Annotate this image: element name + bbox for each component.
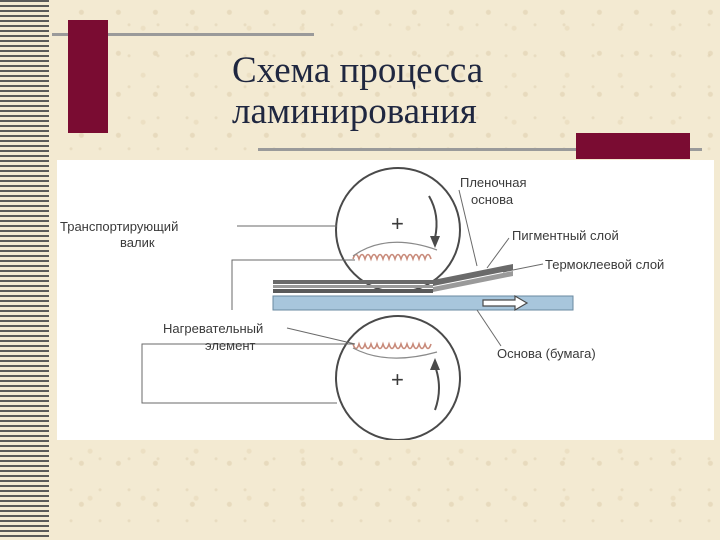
maroon-accent-right [576,133,690,159]
left-stripe-border [0,0,52,540]
laminate-layer-3 [273,289,433,293]
diagram-svg: + + Пленочная ос [60,167,664,440]
label-transport-roller-2: валик [120,235,155,250]
label-pigment-layer: Пигментный слой [512,228,619,243]
bottom-roller-rotation-arrow [434,365,440,411]
slide-title: Схема процесса ламинирования [232,50,483,132]
laminate-layer-1 [273,280,433,284]
bottom-roller [335,315,461,440]
label-heating-element-1: Нагревательный [163,321,263,336]
label-film-base-2: основа [471,192,514,207]
leader-heating-bottom [141,343,355,404]
label-base-paper: Основа (бумага) [497,346,596,361]
top-heating-coil [352,253,432,262]
paper-feed-arrow [482,294,529,312]
lamination-diagram: + + Пленочная ос [57,160,714,440]
top-roller-rotation-arrow [428,195,438,239]
leader-pigment [486,237,510,269]
label-film-base-1: Пленочная [460,175,527,190]
leader-heating-top [231,259,355,310]
label-transport-roller-1: Транспортирующий [60,219,178,234]
laminate-layer-2 [273,285,433,288]
film-strip-out-2 [433,271,513,292]
label-thermo-glue-layer: Термоклеевой слой [545,257,664,272]
bottom-roller-arrowhead [430,358,440,370]
leader-heating-label [286,327,356,345]
film-strip-out [433,264,513,286]
bottom-rule [258,148,702,151]
bottom-roller-plus: + [391,367,404,392]
top-rule [52,33,314,36]
leader-thermo-glue [502,263,544,273]
bottom-heating-coil [352,341,432,350]
top-roller-arrowhead [430,236,440,248]
maroon-accent-left [68,20,108,133]
slide-title-line-2: ламинирования [232,91,477,132]
slide-title-line-1: Схема процесса [232,50,484,91]
bottom-coil-wire [352,347,438,359]
leader-paper-base [476,309,502,347]
label-heating-element-2: элемент [205,338,256,353]
top-coil-wire [352,241,438,257]
top-roller-plus: + [391,211,404,236]
leader-film-base [458,189,478,267]
